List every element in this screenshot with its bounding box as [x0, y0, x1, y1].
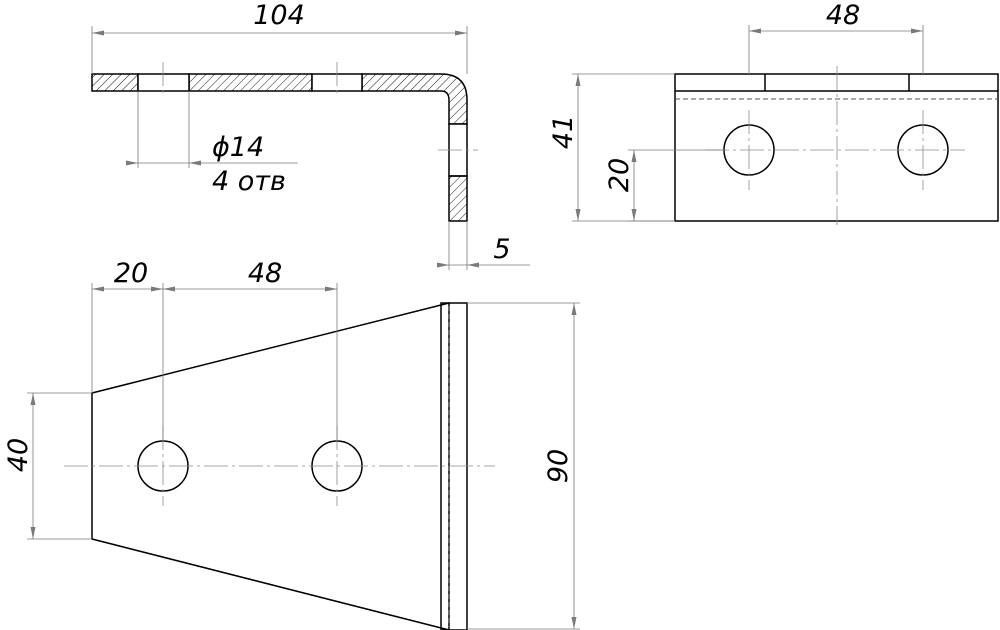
- dim-hole-spacing-front: 48: [826, 0, 860, 31]
- dim-hole-count: 4 отв: [212, 166, 286, 197]
- plan-vertical-leg: [440, 302, 468, 630]
- section-view: 104 ϕ14 4 отв 5: [91, 0, 530, 270]
- dim-height: 41: [548, 115, 579, 149]
- dim-hole-height: 20: [604, 158, 635, 192]
- dim-wide-width: 90: [543, 449, 574, 483]
- front-outline: [674, 73, 999, 222]
- dim-overall-length: 104: [253, 0, 305, 31]
- flange-section-2: [188, 73, 313, 92]
- flange-section-1: [91, 73, 139, 92]
- plan-outline: [91, 302, 450, 630]
- bend-section: [361, 73, 468, 125]
- front-view: 48 41 20: [548, 0, 999, 225]
- hole-cut-1: [137, 73, 190, 92]
- dim-narrow-width: 40: [3, 438, 34, 472]
- dim-hole-offset: 20: [114, 258, 148, 289]
- dim-thickness: 5: [493, 234, 510, 265]
- plan-view: 20 48 40 90: [3, 258, 580, 630]
- dim-hole-diameter: ϕ14: [212, 132, 264, 163]
- dim-hole-spacing-plan: 48: [248, 258, 282, 289]
- vertical-leg-section: [448, 175, 468, 222]
